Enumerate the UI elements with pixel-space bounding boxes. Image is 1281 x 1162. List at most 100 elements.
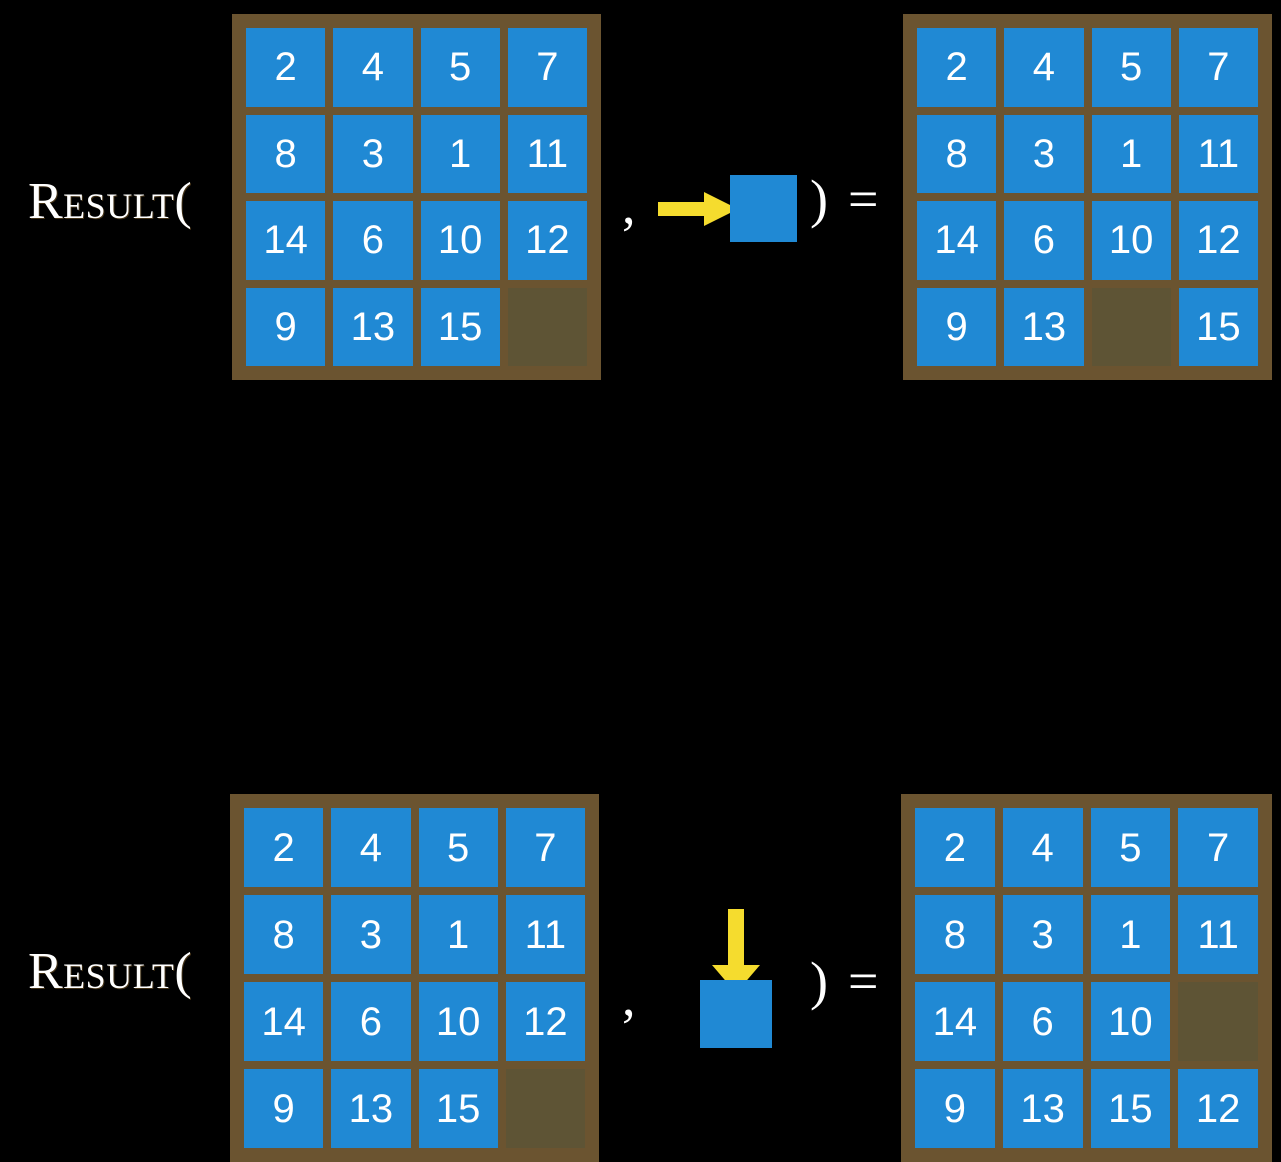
- tile-cell[interactable]: 7: [507, 28, 587, 107]
- tile-cell[interactable]: 1: [1090, 895, 1171, 974]
- tile-cell[interactable]: 4: [1004, 28, 1084, 107]
- tile-cell[interactable]: 14: [915, 982, 995, 1061]
- tile-cell[interactable]: 3: [333, 114, 413, 193]
- tile-number: 2: [945, 45, 968, 90]
- tile-number: 12: [523, 999, 568, 1044]
- tile-cell[interactable]: 7: [1178, 808, 1258, 887]
- tile-number: 9: [274, 304, 297, 349]
- tile-cell[interactable]: 9: [246, 287, 326, 366]
- tile-cell[interactable]: 5: [1091, 28, 1171, 107]
- tile-cell[interactable]: 8: [917, 114, 997, 193]
- equals-sign: =: [848, 951, 879, 1011]
- tile-number: 14: [263, 218, 308, 263]
- empty-cell: [507, 287, 587, 366]
- empty-cell: [1091, 287, 1171, 366]
- tile-number: 13: [348, 1086, 394, 1131]
- tile-number: 14: [261, 999, 306, 1044]
- tile-cell[interactable]: 14: [246, 201, 326, 280]
- tile-cell[interactable]: 15: [418, 1069, 498, 1148]
- tile-cell[interactable]: 15: [1090, 1069, 1171, 1148]
- tile-number: 14: [932, 999, 978, 1044]
- tile-cell[interactable]: 8: [246, 114, 326, 193]
- tile-cell[interactable]: 9: [915, 1069, 995, 1148]
- tile-number: 6: [361, 218, 384, 263]
- tile-cell[interactable]: 8: [915, 895, 995, 974]
- tile-cell[interactable]: 5: [1090, 808, 1171, 887]
- tile-cell[interactable]: 2: [246, 28, 326, 107]
- tile-cell[interactable]: 9: [244, 1069, 324, 1148]
- tile-cell[interactable]: 8: [244, 895, 324, 974]
- tile-number: 1: [449, 131, 472, 176]
- equation-row-0: Result( 2 4 5 7 8 3 1 11 14 6 10 12 9 13…: [0, 0, 1281, 392]
- tile-cell[interactable]: 12: [1178, 201, 1258, 280]
- tile-number: 15: [437, 304, 483, 349]
- tile-cell[interactable]: 11: [505, 895, 585, 974]
- tile-cell[interactable]: 4: [1002, 808, 1083, 887]
- tile-number: 4: [359, 825, 382, 870]
- tile-number: 13: [1021, 304, 1067, 349]
- tile-number: 8: [274, 131, 297, 176]
- tile-number: 1: [1119, 912, 1142, 957]
- tile-cell[interactable]: 11: [1178, 114, 1258, 193]
- tile-number: 11: [524, 912, 567, 957]
- tile-number: 10: [435, 999, 481, 1044]
- tile-cell[interactable]: 6: [1004, 201, 1084, 280]
- tile-cell[interactable]: 11: [507, 114, 587, 193]
- tile-cell[interactable]: 2: [917, 28, 997, 107]
- tile-number: 7: [534, 825, 557, 870]
- tile-cell[interactable]: 2: [244, 808, 324, 887]
- tile-cell[interactable]: 15: [420, 287, 500, 366]
- tile-cell[interactable]: 12: [1178, 1069, 1258, 1148]
- tile-cell[interactable]: 5: [418, 808, 498, 887]
- tile-cell[interactable]: 12: [507, 201, 587, 280]
- tile-cell[interactable]: 13: [1002, 1069, 1083, 1148]
- tile-number: 5: [1120, 45, 1143, 90]
- moving-blank-square[interactable]: [700, 980, 772, 1048]
- tile-number: 12: [525, 218, 570, 263]
- tile-number: 11: [526, 131, 569, 176]
- tile-cell[interactable]: 1: [418, 895, 498, 974]
- board-grid: 2 4 5 7 8 3 1 11 14 6 10 12 9 13 15: [246, 28, 587, 366]
- tile-cell[interactable]: 10: [418, 982, 498, 1061]
- board-grid: 2 4 5 7 8 3 1 11 14 6 10 12 9 13 15: [917, 28, 1258, 366]
- tile-cell[interactable]: 2: [915, 808, 995, 887]
- tile-number: 10: [1108, 999, 1153, 1044]
- tile-cell[interactable]: 10: [1091, 201, 1171, 280]
- tile-number: 2: [274, 45, 297, 90]
- tile-cell[interactable]: 14: [917, 201, 997, 280]
- equation-row-1: Result( 2 4 5 7 8 3 1 11 14 6 10 12 9 13…: [0, 392, 1281, 1162]
- tile-cell[interactable]: 3: [1004, 114, 1084, 193]
- tile-cell[interactable]: 3: [1002, 895, 1083, 974]
- tile-number: 15: [1108, 1086, 1153, 1131]
- tile-cell[interactable]: 14: [244, 982, 324, 1061]
- input-board-0: 2 4 5 7 8 3 1 11 14 6 10 12 9 13 15: [232, 14, 601, 380]
- tile-cell[interactable]: 13: [331, 1069, 411, 1148]
- tile-number: 8: [945, 131, 968, 176]
- tile-cell[interactable]: 12: [505, 982, 585, 1061]
- tile-cell[interactable]: 15: [1178, 287, 1258, 366]
- tile-cell[interactable]: 4: [331, 808, 411, 887]
- tile-cell[interactable]: 13: [333, 287, 413, 366]
- tile-number: 3: [1031, 912, 1054, 957]
- tile-number: 9: [272, 1086, 295, 1131]
- tile-cell[interactable]: 4: [333, 28, 413, 107]
- tile-cell[interactable]: 9: [917, 287, 997, 366]
- tile-cell[interactable]: 7: [505, 808, 585, 887]
- tile-cell[interactable]: 6: [331, 982, 411, 1061]
- result-function-label-1: Result(: [28, 943, 193, 1000]
- tile-cell[interactable]: 1: [420, 114, 500, 193]
- tile-cell[interactable]: 3: [331, 895, 411, 974]
- tile-cell[interactable]: 5: [420, 28, 500, 107]
- tile-cell[interactable]: 7: [1178, 28, 1258, 107]
- tile-cell[interactable]: 1: [1091, 114, 1171, 193]
- tile-cell[interactable]: 10: [1090, 982, 1171, 1061]
- move-action-1: , ) =: [612, 892, 892, 1072]
- tile-cell[interactable]: 6: [333, 201, 413, 280]
- moving-blank-square[interactable]: [730, 175, 797, 242]
- tile-cell[interactable]: 11: [1178, 895, 1258, 974]
- tile-number: 6: [1031, 999, 1054, 1044]
- tile-cell[interactable]: 10: [420, 201, 500, 280]
- tile-cell[interactable]: 6: [1002, 982, 1083, 1061]
- tile-cell[interactable]: 13: [1004, 287, 1084, 366]
